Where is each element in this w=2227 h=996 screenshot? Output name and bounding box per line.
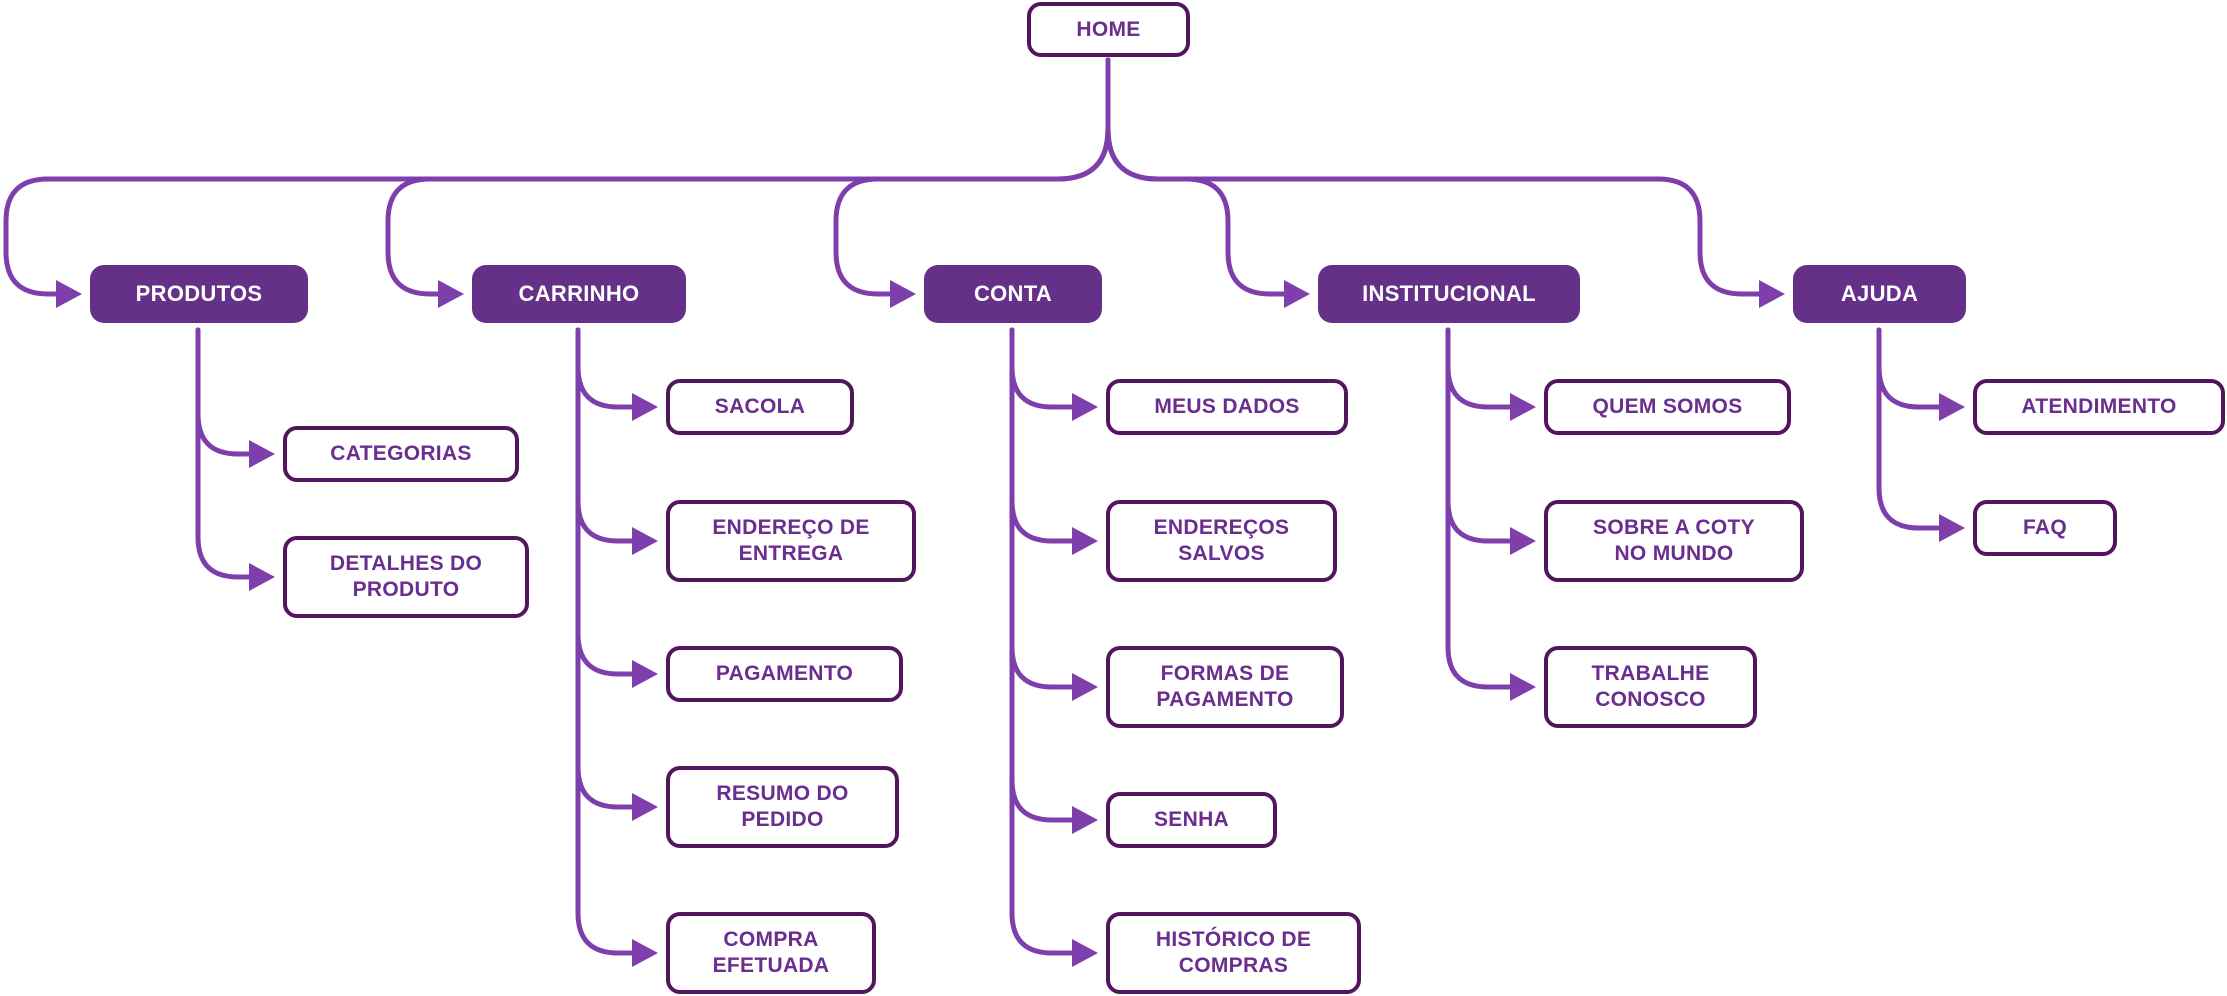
node-quem-somos[interactable]: QUEM SOMOS [1544,379,1791,435]
arrow-conta-4 [1072,939,1098,967]
node-categorias-label: CATEGORIAS [330,442,472,465]
node-faq[interactable]: FAQ [1973,500,2117,556]
node-atendimento-label: ATENDIMENTO [2021,395,2177,418]
arrow-conta-1 [1072,527,1098,555]
arrow-ajuda-0 [1939,393,1965,421]
node-ajuda[interactable]: AJUDA [1793,265,1966,323]
node-institucional-label: INSTITUCIONAL [1362,281,1536,306]
arrow-carrinho-0 [632,393,658,421]
node-produtos[interactable]: PRODUTOS [90,265,308,323]
arrow-conta-3 [1072,806,1098,834]
arrow-conta [890,280,916,308]
arrow-institucional-2 [1510,673,1536,701]
node-sacola-label: SACOLA [714,395,806,418]
node-resumo-do-pedido[interactable]: RESUMO DO PEDIDO [666,766,899,848]
node-meus-dados[interactable]: MEUS DADOS [1106,379,1348,435]
arrow-conta-2 [1072,673,1098,701]
node-atendimento[interactable]: ATENDIMENTO [1973,379,2225,435]
connector-ajuda-1 [1876,327,1944,531]
connector-home-ajuda [1105,57,1764,297]
node-institucional[interactable]: INSTITUCIONAL [1318,265,1580,323]
node-faq-label: FAQ [2022,516,2068,539]
connector-conta-4 [1009,327,1077,956]
node-meus-dados-label: MEUS DADOS [1154,395,1300,418]
arrow-ajuda-1 [1939,514,1965,542]
connector-conta-1 [1009,327,1077,544]
node-carrinho[interactable]: CARRINHO [472,265,686,323]
arrow-produtos-0 [249,440,275,468]
connector-produtos-0 [195,327,254,457]
node-formas-de-pagamento[interactable]: FORMAS DE PAGAMENTO [1106,646,1344,728]
arrow-institucional-1 [1510,527,1536,555]
node-ajuda-label: AJUDA [1840,281,1919,306]
arrow-carrinho-3 [632,793,658,821]
connector-home-conta [833,57,1111,297]
node-detalhes-do-produto[interactable]: DETALHES DO PRODUTO [283,536,529,618]
node-trabalhe-conosco-label: TRABALHE CONOSCO [1591,662,1710,711]
connector-carrinho-2 [575,327,637,677]
node-senha[interactable]: SENHA [1106,792,1277,848]
node-conta[interactable]: CONTA [924,265,1102,323]
node-formas-de-pagamento-label: FORMAS DE PAGAMENTO [1156,662,1294,711]
arrow-institucional-0 [1510,393,1536,421]
connector-carrinho-1 [575,327,637,544]
node-enderecos-salvos[interactable]: ENDEREÇOS SALVOS [1106,500,1337,582]
node-historico-de-compras[interactable]: HISTÓRICO DE COMPRAS [1106,912,1361,994]
node-carrinho-label: CARRINHO [518,281,640,306]
arrow-carrinho-1 [632,527,658,555]
connector-ajuda-0 [1876,327,1944,410]
arrow-ajuda [1759,280,1785,308]
node-produtos-label: PRODUTOS [135,281,263,306]
arrow-produtos [56,280,82,308]
node-pagamento[interactable]: PAGAMENTO [666,646,903,702]
node-resumo-do-pedido-label: RESUMO DO PEDIDO [716,782,849,831]
node-endereco-de-entrega[interactable]: ENDEREÇO DE ENTREGA [666,500,916,582]
connector-institucional-2 [1445,327,1515,690]
arrow-institucional [1284,280,1310,308]
node-trabalhe-conosco[interactable]: TRABALHE CONOSCO [1544,646,1757,728]
node-sobre-a-coty-no-mundo-label: SOBRE A COTY NO MUNDO [1593,516,1755,565]
node-quem-somos-label: QUEM SOMOS [1592,395,1743,418]
arrow-produtos-1 [249,563,275,591]
arrow-carrinho [438,280,464,308]
connector-conta-3 [1009,327,1077,823]
node-home[interactable]: HOME [1027,2,1190,57]
node-compra-efetuada-label: COMPRA EFETUADA [712,928,830,977]
node-historico-de-compras-label: HISTÓRICO DE COMPRAS [1155,928,1312,977]
connector-conta-2 [1009,327,1077,690]
node-enderecos-salvos-label: ENDEREÇOS SALVOS [1153,516,1290,565]
connector-produtos-1 [195,327,254,580]
arrow-carrinho-2 [632,660,658,688]
node-home-label: HOME [1076,17,1141,41]
node-detalhes-do-produto-label: DETALHES DO PRODUTO [329,552,483,601]
connector-conta-0 [1009,327,1077,410]
connector-institucional-1 [1445,327,1515,544]
node-categorias[interactable]: CATEGORIAS [283,426,519,482]
node-compra-efetuada[interactable]: COMPRA EFETUADA [666,912,876,994]
arrow-carrinho-4 [632,939,658,967]
arrow-conta-0 [1072,393,1098,421]
node-endereco-de-entrega-label: ENDEREÇO DE ENTREGA [712,516,870,565]
node-sobre-a-coty-no-mundo[interactable]: SOBRE A COTY NO MUNDO [1544,500,1804,582]
connector-institucional-0 [1445,327,1515,410]
node-sacola[interactable]: SACOLA [666,379,854,435]
connector-carrinho-4 [575,327,637,956]
connector-carrinho-0 [575,327,637,410]
node-pagamento-label: PAGAMENTO [715,662,854,685]
connector-carrinho-3 [575,327,637,810]
node-senha-label: SENHA [1153,808,1229,831]
node-conta-label: CONTA [973,281,1053,306]
